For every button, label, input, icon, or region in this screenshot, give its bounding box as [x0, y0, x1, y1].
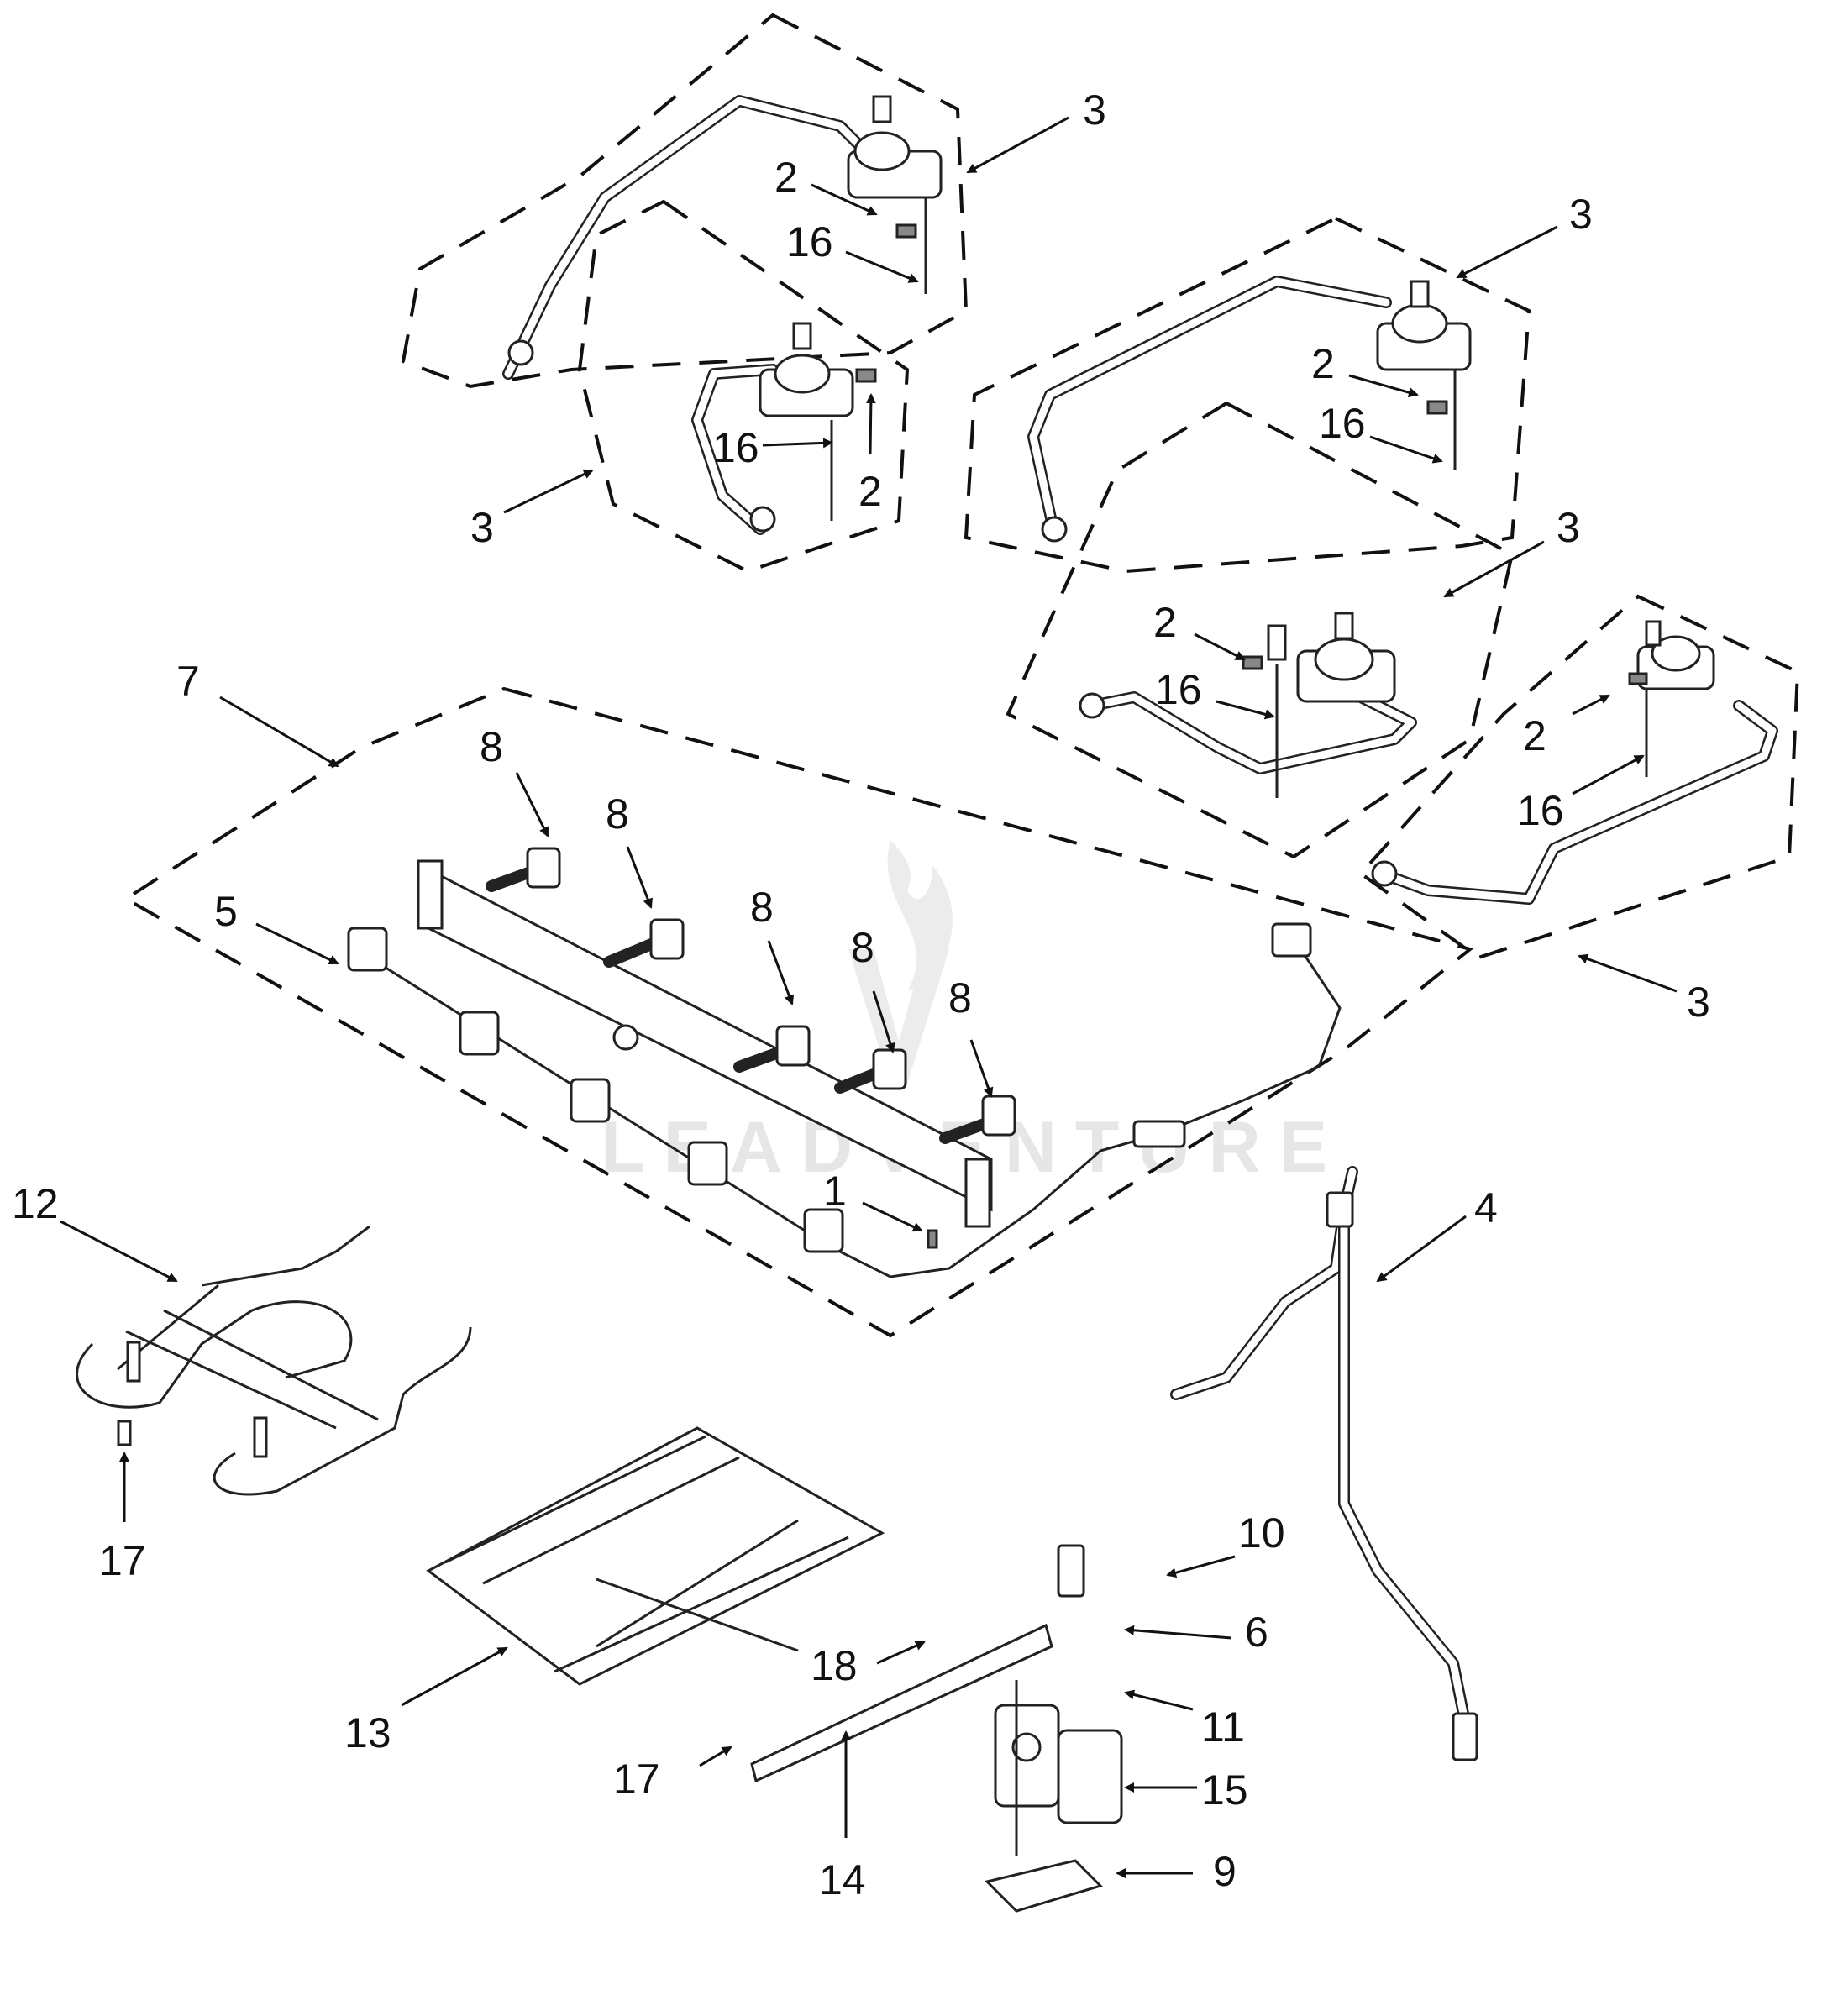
callout-3: 3	[1687, 979, 1710, 1026]
valve-manifold-group-outline	[123, 686, 1474, 1338]
burner-valve	[733, 1025, 811, 1073]
callout-17: 17	[613, 1756, 660, 1803]
callout-7: 7	[176, 658, 200, 705]
callout-12: 12	[12, 1180, 59, 1227]
callout-14: 14	[819, 1856, 866, 1903]
callout-16: 16	[1155, 666, 1202, 713]
callout-18: 18	[811, 1642, 858, 1689]
callout-2: 2	[858, 468, 882, 515]
bake-burner	[750, 1544, 1085, 1783]
callout-8: 8	[750, 884, 774, 931]
burner-group-outline	[964, 216, 1531, 574]
callout-4: 4	[1474, 1184, 1498, 1231]
leader-arrows	[60, 116, 1678, 1878]
callout-3: 3	[470, 504, 494, 551]
burner-assembly-top-left	[502, 95, 943, 380]
callout-16: 16	[786, 218, 833, 265]
callout-8: 8	[851, 924, 874, 971]
callout-15: 15	[1201, 1767, 1248, 1814]
group-outlines	[123, 13, 1800, 1338]
callout-10: 10	[1238, 1509, 1285, 1557]
callout-16: 16	[712, 424, 759, 471]
callout-5: 5	[214, 888, 238, 935]
callout-9: 9	[1213, 1848, 1237, 1895]
burner-group-outline	[1006, 401, 1515, 859]
callout-3: 3	[1569, 191, 1593, 238]
burner-group-outline	[1358, 594, 1800, 960]
burner-group-outline	[401, 13, 969, 389]
burner-group-outline	[577, 199, 910, 574]
callout-16: 16	[1517, 787, 1564, 834]
burner-valve	[834, 1048, 907, 1094]
callout-2: 2	[1153, 599, 1177, 646]
callout-2: 2	[1311, 340, 1335, 387]
callout-6: 6	[1245, 1609, 1268, 1656]
heat-deflector	[426, 1426, 885, 1686]
oven-gas-tube	[1170, 1166, 1478, 1761]
callout-2: 2	[774, 154, 798, 201]
watermark: LEADVENTURE	[601, 840, 1327, 1188]
callout-2: 2	[1523, 712, 1546, 759]
burner-valve	[486, 847, 561, 892]
burner-assembly-center-right	[1079, 612, 1417, 798]
broil-element	[76, 1225, 472, 1496]
callout-3: 3	[1083, 87, 1106, 134]
burner-assembly-middle-left	[691, 322, 877, 535]
burner-valve	[939, 1095, 1016, 1144]
burner-valves	[486, 847, 1016, 1144]
callout-labels: 3 2 16 3 16 2 3 2 16 3 2 16 2 16 3 7 8 8…	[12, 87, 1710, 1903]
burner-assembly-top-right	[1027, 276, 1472, 543]
watermark-v-logo	[848, 949, 949, 1084]
callout-8: 8	[948, 974, 972, 1021]
callout-17: 17	[99, 1537, 146, 1584]
spark-switch-harness	[347, 922, 1342, 1278]
callout-13: 13	[344, 1709, 391, 1756]
callout-1: 1	[823, 1168, 847, 1215]
callout-8: 8	[606, 790, 629, 837]
callout-3: 3	[1557, 504, 1580, 551]
safety-valve	[985, 1680, 1123, 1913]
callout-16: 16	[1319, 400, 1366, 447]
callout-8: 8	[480, 723, 503, 770]
burner-assembly-far-right	[1371, 620, 1778, 905]
callout-11: 11	[1201, 1704, 1245, 1751]
burner-valve	[603, 918, 685, 968]
